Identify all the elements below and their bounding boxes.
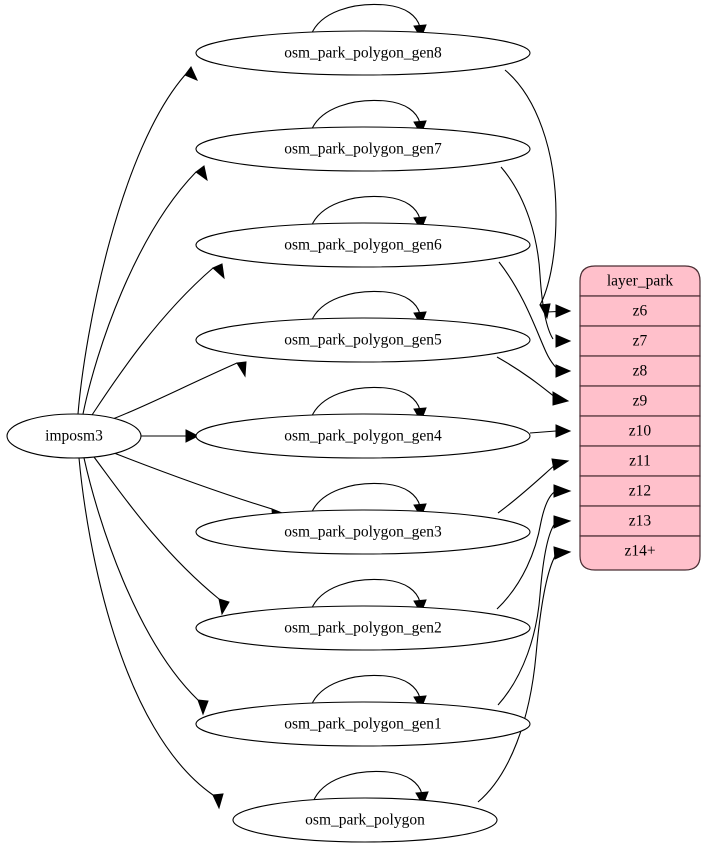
layer-row-z11-label: z11 xyxy=(629,453,651,470)
node-gen3[interactable]: osm_park_polygon_gen3 xyxy=(195,509,531,555)
node-imposm3-label: imposm3 xyxy=(45,428,103,445)
node-gen2-label: osm_park_polygon_gen2 xyxy=(284,620,442,637)
layer-row-z14plus[interactable] xyxy=(579,535,701,571)
layer-row-z11[interactable] xyxy=(579,445,701,477)
edge-imposm3-to-base xyxy=(78,457,224,810)
layer-park-table[interactable]: layer_park z6 z7 z8 z9 z10 z11 z12 z13 z… xyxy=(579,265,701,571)
node-gen8[interactable]: osm_park_polygon_gen8 xyxy=(195,30,531,76)
node-gen8-label: osm_park_polygon_gen8 xyxy=(284,45,442,62)
layer-row-z14plus-label: z14+ xyxy=(624,543,655,560)
node-gen6[interactable]: osm_park_polygon_gen6 xyxy=(195,222,531,268)
node-gen2[interactable]: osm_park_polygon_gen2 xyxy=(195,605,531,651)
layer-row-z6[interactable] xyxy=(579,295,701,327)
edge-gen3-to-z11 xyxy=(497,458,570,514)
edge-gen6-to-z8 xyxy=(498,261,572,378)
layer-row-z9-label: z9 xyxy=(633,393,648,410)
edge-gen8-to-z6 xyxy=(504,69,572,320)
edge-imposm3-to-gen7 xyxy=(82,165,208,415)
edge-gen5-to-z9 xyxy=(496,356,570,406)
node-gen6-label: osm_park_polygon_gen6 xyxy=(284,237,442,254)
layer-row-z13-label: z13 xyxy=(629,513,652,530)
layer-row-z8-label: z8 xyxy=(633,363,648,380)
edge-imposm3-to-gen4 xyxy=(141,429,200,443)
edge-imposm3-to-gen2 xyxy=(93,456,230,616)
node-gen4[interactable]: osm_park_polygon_gen4 xyxy=(195,413,531,459)
node-group-ellipses: imposm3 osm_park_polygon_gen8 osm_park_p… xyxy=(6,30,531,843)
edge-base-to-z14 xyxy=(477,546,572,803)
layer-row-z7[interactable] xyxy=(579,325,701,357)
node-gen3-label: osm_park_polygon_gen3 xyxy=(284,524,442,541)
edge-imposm3-to-gen8 xyxy=(77,66,198,415)
node-gen7[interactable]: osm_park_polygon_gen7 xyxy=(195,126,531,172)
edge-group-self-loops xyxy=(310,3,429,807)
layer-row-z7-label: z7 xyxy=(633,333,648,350)
edge-imposm3-to-gen5 xyxy=(109,361,247,421)
edge-gen7-to-z7 xyxy=(500,166,572,348)
layer-row-z12-label: z12 xyxy=(629,483,651,500)
node-imposm3[interactable]: imposm3 xyxy=(6,413,142,459)
edge-gen1-to-z13 xyxy=(497,515,572,706)
node-gen4-label: osm_park_polygon_gen4 xyxy=(284,428,442,445)
edge-group-to-layer xyxy=(477,69,572,803)
edge-imposm3-to-gen6 xyxy=(91,263,225,416)
node-gen1-label: osm_park_polygon_gen1 xyxy=(284,716,442,733)
layer-row-z10[interactable] xyxy=(579,415,701,447)
layer-row-z6-label: z6 xyxy=(633,303,648,320)
layer-row-z10-label: z10 xyxy=(629,423,652,440)
node-gen7-label: osm_park_polygon_gen7 xyxy=(284,141,442,158)
layer-row-z9[interactable] xyxy=(579,385,701,417)
node-gen5[interactable]: osm_park_polygon_gen5 xyxy=(195,317,531,363)
node-gen1[interactable]: osm_park_polygon_gen1 xyxy=(195,701,531,747)
layer-row-z12[interactable] xyxy=(579,475,701,507)
edge-imposm3-to-gen3 xyxy=(113,452,283,525)
edge-gen4-to-z10 xyxy=(529,424,572,438)
node-gen5-label: osm_park_polygon_gen5 xyxy=(284,332,442,349)
edge-imposm3-to-gen1 xyxy=(83,457,209,716)
layer-table-header-cell xyxy=(579,265,701,297)
node-base[interactable]: osm_park_polygon xyxy=(232,797,498,843)
self-loop-base xyxy=(312,770,429,807)
layer-table-header-label: layer_park xyxy=(607,273,674,290)
edge-gen2-to-z12 xyxy=(496,484,572,610)
node-base-label: osm_park_polygon xyxy=(305,812,425,829)
